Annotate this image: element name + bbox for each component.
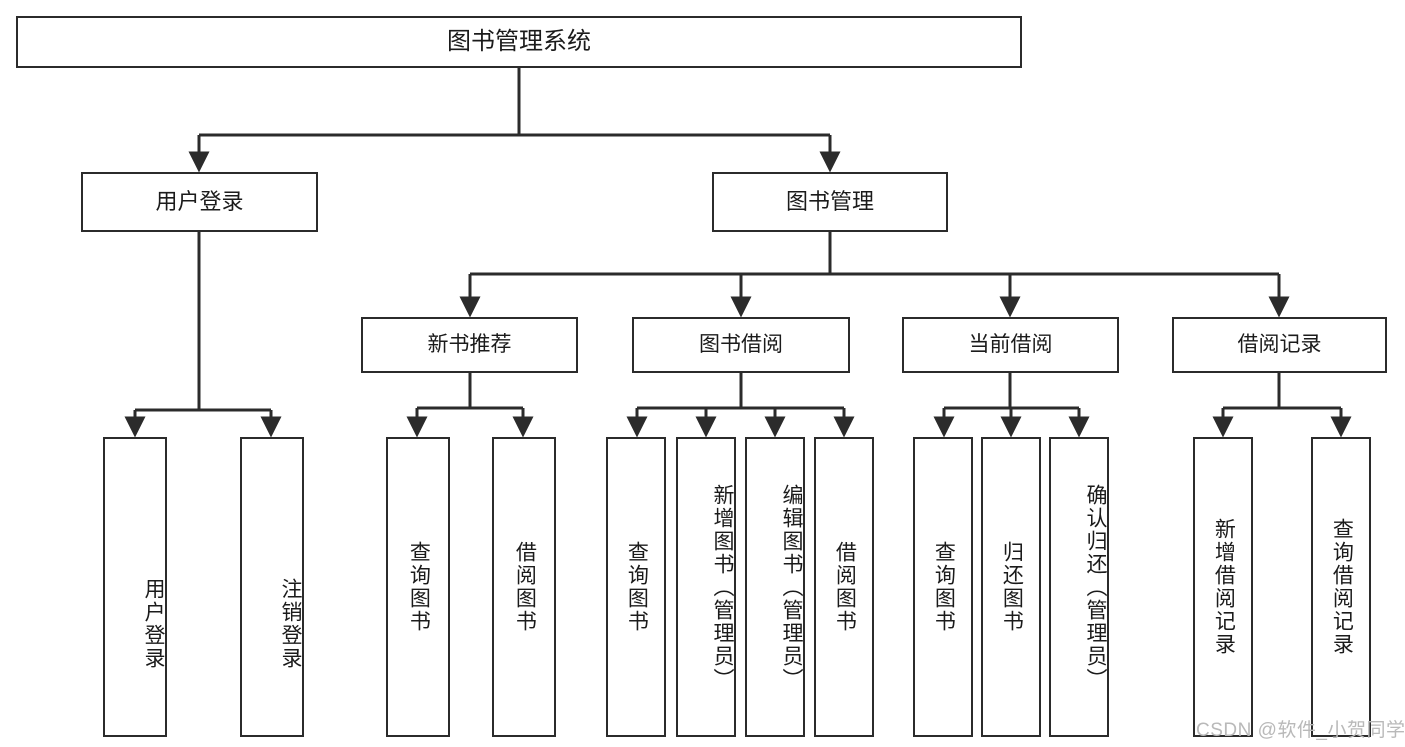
node-label: 借阅图书 (833, 541, 857, 633)
node-label: 借阅记录 (1237, 332, 1322, 356)
node-borrow-records[interactable]: 借阅记录 (1172, 317, 1387, 373)
leaf-query-borrow-record[interactable]: 查询借阅记录 (1311, 437, 1371, 737)
node-label: 当前借阅 (968, 332, 1053, 356)
node-book-borrow[interactable]: 图书借阅 (632, 317, 850, 373)
leaf-query-books-current[interactable]: 查询图书 (913, 437, 973, 737)
leaf-add-book-admin[interactable]: 新增图书（管理员） (676, 437, 736, 737)
csdn-watermark: CSDN @软件_小贺同学 (1196, 720, 1405, 741)
node-label: 图书管理系统 (447, 27, 591, 55)
node-label: 确认归还（管理员） (1084, 483, 1107, 691)
node-new-book-recommend[interactable]: 新书推荐 (361, 317, 578, 373)
node-label: 查询图书 (625, 541, 649, 633)
node-label: 查询借阅记录 (1330, 518, 1354, 656)
leaf-query-books-recommend[interactable]: 查询图书 (386, 437, 450, 737)
node-label: 新增借阅记录 (1212, 518, 1236, 656)
leaf-borrow-books-recommend[interactable]: 借阅图书 (492, 437, 556, 737)
node-label: 图书借阅 (699, 332, 783, 356)
node-user-login[interactable]: 用户登录 (81, 172, 318, 232)
leaf-logout[interactable]: 注销登录 (240, 437, 304, 737)
leaf-confirm-return-admin[interactable]: 确认归还（管理员） (1049, 437, 1109, 737)
node-current-borrow[interactable]: 当前借阅 (902, 317, 1119, 373)
leaf-borrow-books-borrow[interactable]: 借阅图书 (814, 437, 874, 737)
node-label: 编辑图书（管理员） (780, 483, 803, 691)
node-label: 图书管理 (785, 189, 874, 215)
leaf-add-borrow-record[interactable]: 新增借阅记录 (1193, 437, 1253, 737)
leaf-edit-book-admin[interactable]: 编辑图书（管理员） (745, 437, 805, 737)
node-label: 注销登录 (279, 578, 302, 670)
node-label: 借阅图书 (513, 541, 537, 633)
node-label: 用户登录 (142, 578, 165, 670)
node-root-system[interactable]: 图书管理系统 (16, 16, 1022, 68)
node-label: 用户登录 (155, 189, 244, 215)
leaf-return-books[interactable]: 归还图书 (981, 437, 1041, 737)
leaf-user-login[interactable]: 用户登录 (103, 437, 167, 737)
node-label: 查询图书 (407, 541, 431, 633)
node-label: 新增图书（管理员） (711, 483, 734, 691)
leaf-query-books-borrow[interactable]: 查询图书 (606, 437, 666, 737)
node-label: 归还图书 (1000, 541, 1024, 633)
node-label: 新书推荐 (427, 332, 512, 356)
node-label: 查询图书 (932, 541, 956, 633)
node-book-management[interactable]: 图书管理 (712, 172, 948, 232)
